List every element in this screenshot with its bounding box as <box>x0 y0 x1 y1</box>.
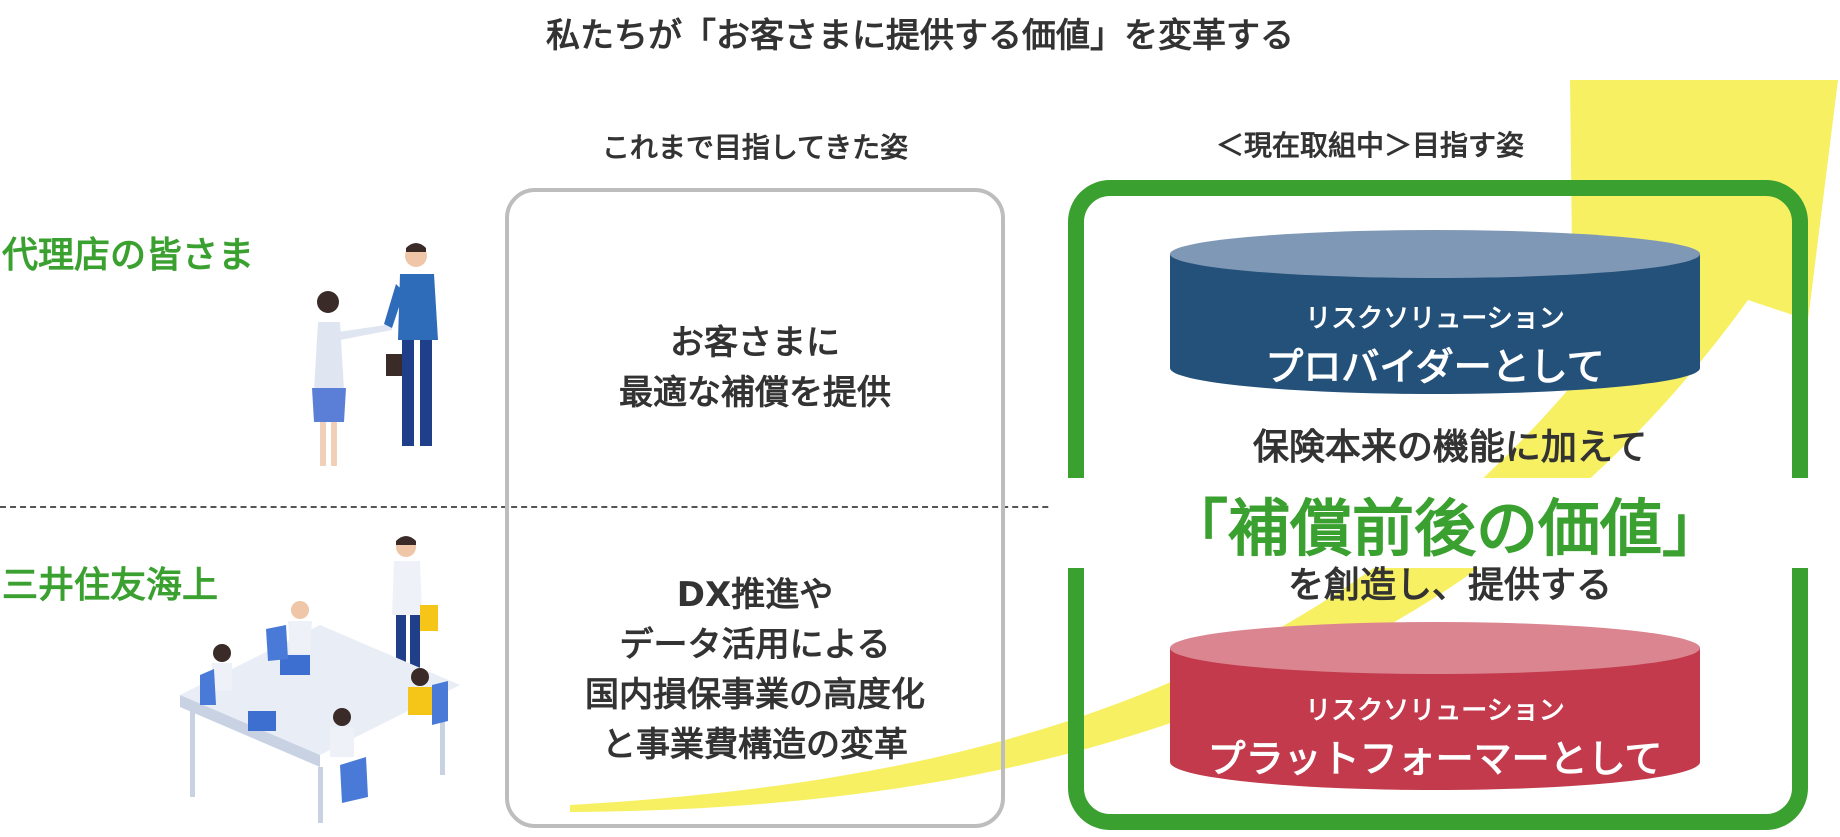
past-top-text: お客さまに 最適な補償を提供 <box>505 318 1005 418</box>
meeting-illustration-icon <box>180 536 460 823</box>
past-box <box>505 188 1005 828</box>
platform-cylinder-icon <box>1170 622 1700 790</box>
row-label-company: 三井住友海上 <box>2 565 219 606</box>
row-divider <box>0 506 1840 508</box>
page-title: 私たちが「お客さまに提供する価値」を変革する <box>546 16 1294 56</box>
platform-title: プラットフォーマーとして <box>1207 737 1663 781</box>
past-bottom-line: 国内損保事業の高度化 <box>585 675 925 715</box>
column-heading-target: ＜現在取組中＞目指す姿 <box>1215 129 1524 162</box>
statement-line-3: を創造し、提供する <box>1287 565 1612 606</box>
statement-highlight: 「補償前後の価値」 <box>1050 478 1840 568</box>
statement-line-1: 保険本来の機能に加えて <box>1252 427 1648 468</box>
past-bottom-line: DX推進や <box>676 575 834 615</box>
provider-title: プロバイダーとして <box>1265 345 1605 389</box>
row-label-agents: 代理店の皆さま <box>2 235 255 276</box>
past-bottom-line: と事業費構造の変革 <box>602 725 908 765</box>
past-bottom-line: データ活用による <box>619 625 891 665</box>
past-top-line: お客さまに <box>670 323 840 363</box>
past-top-line: 最適な補償を提供 <box>619 373 891 413</box>
provider-subtitle: リスクソリューション <box>1305 304 1565 334</box>
provider-cylinder-icon <box>1170 230 1700 394</box>
column-heading-past: これまで目指してきた姿 <box>601 131 909 164</box>
past-bottom-text: DX推進や データ活用による 国内損保事業の高度化 と事業費構造の変革 <box>505 570 1005 770</box>
handshake-illustration-icon <box>312 243 438 466</box>
platform-subtitle: リスクソリューション <box>1305 696 1565 726</box>
